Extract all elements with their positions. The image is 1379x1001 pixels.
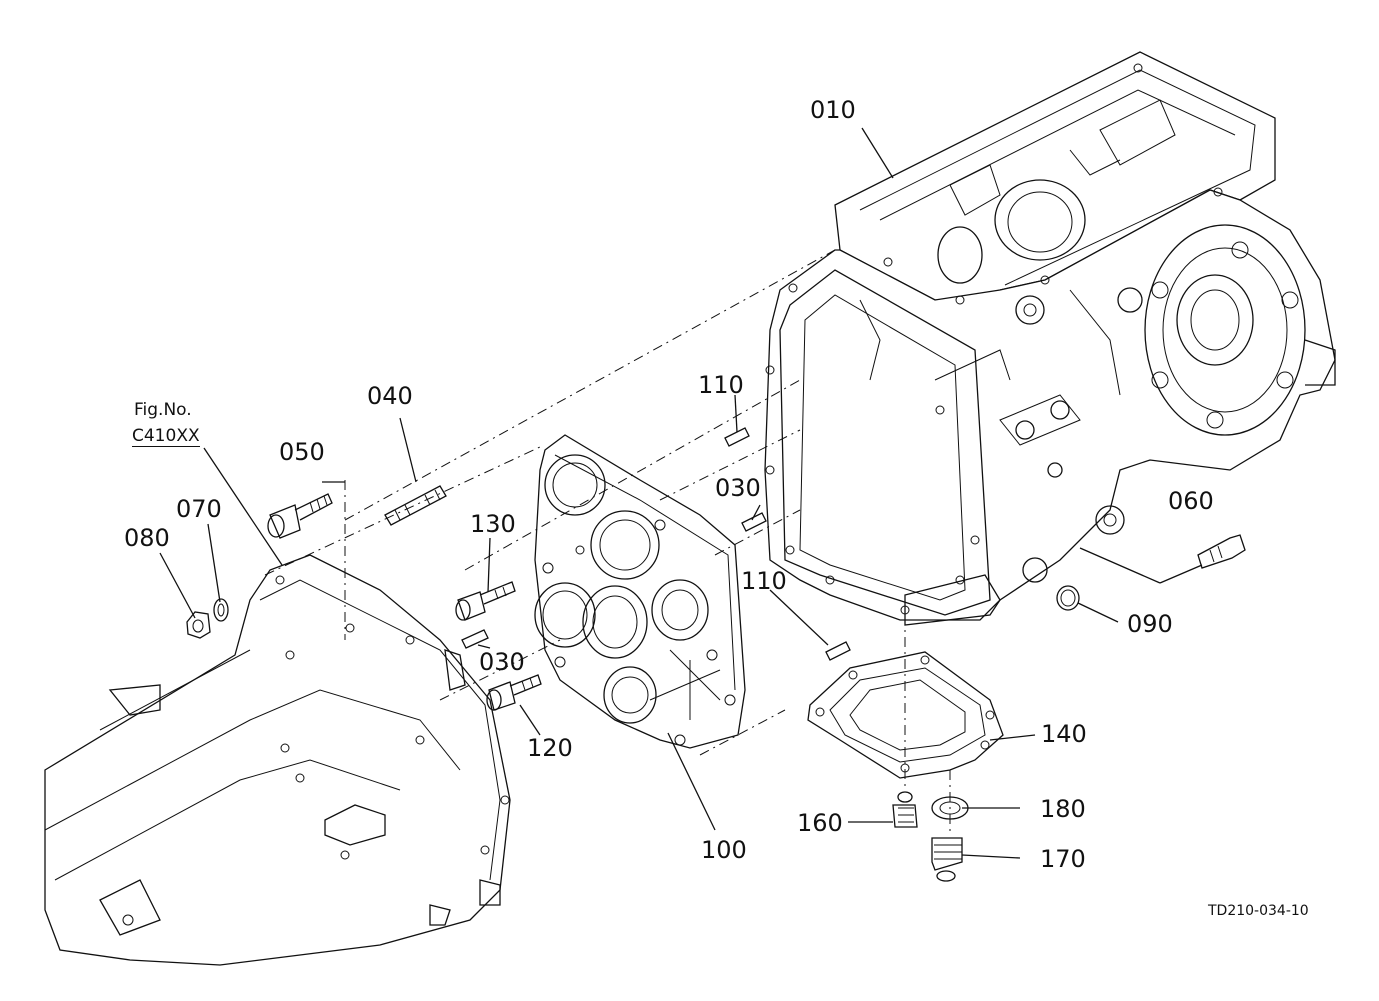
oil-pan-drawing bbox=[807, 651, 1004, 779]
callout-120: 120 bbox=[527, 734, 573, 762]
callout-050: 050 bbox=[279, 438, 325, 466]
callout-030-right: 030 bbox=[715, 474, 761, 502]
callout-170: 170 bbox=[1040, 845, 1086, 873]
callout-160: 160 bbox=[797, 809, 843, 837]
callout-010: 010 bbox=[810, 96, 856, 124]
callout-130: 130 bbox=[470, 510, 516, 538]
drawing-code: TD210-034-10 bbox=[1208, 903, 1309, 919]
callout-180: 180 bbox=[1040, 795, 1086, 823]
assembly-lines bbox=[264, 249, 951, 835]
callout-040: 040 bbox=[367, 382, 413, 410]
callout-100: 100 bbox=[701, 836, 747, 864]
leader-lines bbox=[159, 127, 1203, 859]
transmission-case-drawing bbox=[764, 51, 1336, 626]
callout-090: 090 bbox=[1127, 610, 1173, 638]
callout-080: 080 bbox=[124, 524, 170, 552]
callout-110-lower: 110 bbox=[741, 567, 787, 595]
callout-140: 140 bbox=[1041, 720, 1087, 748]
fig-no-caption: Fig.No. bbox=[134, 400, 192, 420]
callout-110-upper: 110 bbox=[698, 371, 744, 399]
front-plate-drawing bbox=[534, 434, 746, 749]
callout-060: 060 bbox=[1168, 487, 1214, 515]
callout-070: 070 bbox=[176, 495, 222, 523]
adjacent-housing-drawing bbox=[44, 554, 511, 966]
fig-no-reference[interactable]: C410XX bbox=[132, 426, 200, 447]
callout-030-left: 030 bbox=[479, 648, 525, 676]
